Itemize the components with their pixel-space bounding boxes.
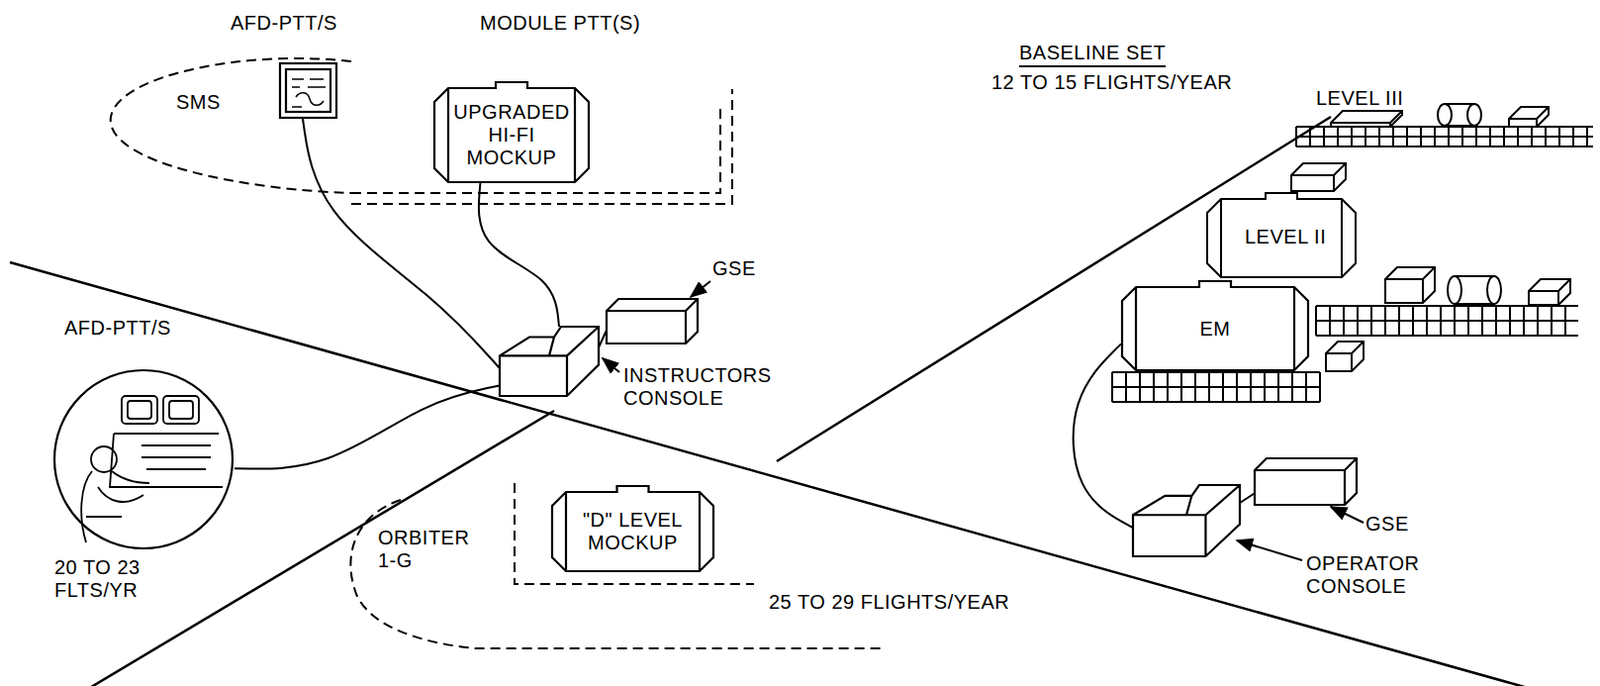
annotation-label: MODULE PTT(S): [479, 11, 641, 35]
leader-arrow: [602, 358, 620, 373]
node-heading: GSE: [1365, 512, 1410, 536]
node-label: UPGRADED HI-FI MOCKUP: [453, 100, 570, 170]
gse-box-outline: [1254, 458, 1357, 505]
equipment-box: [1508, 106, 1549, 127]
annotation-label: BASELINE SET: [1019, 41, 1166, 68]
platform-railing: [1112, 372, 1320, 402]
equipment-cylinder: [1447, 276, 1502, 304]
orbiter-cloud: [350, 499, 881, 649]
equipment-cylinder: [1437, 103, 1482, 126]
operator-console-outline: [1132, 484, 1240, 557]
platform-railing: [1316, 305, 1579, 336]
equipment-box: [1330, 110, 1403, 127]
operator-console: OPERATOR CONSOLE: [1132, 484, 1240, 557]
annotation-label: ORBITER 1-G: [377, 526, 477, 572]
instructor-console-outline: [499, 326, 599, 396]
equipment-box: [1528, 279, 1571, 305]
sms-cloud: [110, 58, 352, 193]
dashed-bracket: [514, 482, 754, 584]
gse-box: GSE: [1254, 458, 1357, 505]
cable: [1239, 492, 1255, 503]
node-heading: OPERATOR CONSOLE: [1306, 552, 1445, 598]
equipment-box: [1291, 163, 1346, 191]
annotation-label: SMS: [176, 91, 221, 114]
annotation-label: 25 TO 29 FLIGHTS/YEAR: [768, 590, 1010, 614]
node-label: EM: [1185, 317, 1245, 341]
gse-box-outline: [606, 298, 698, 344]
level-ii-module: [1207, 192, 1356, 278]
divider-line: [776, 116, 1331, 462]
node-heading: AFD-PTT/S: [230, 11, 338, 35]
platform-railing: [1296, 126, 1594, 147]
afd-trainer-outline: [52, 368, 235, 551]
annotation-label: LEVEL III: [1316, 87, 1404, 110]
equipment-box: [1325, 341, 1364, 372]
panel-trainer: AFD-PTT/S: [280, 63, 337, 118]
equipment-box: [1385, 267, 1435, 303]
cable: [598, 330, 607, 349]
node-heading: INSTRUCTORS CONSOLE: [623, 364, 797, 410]
leader-arrow: [690, 281, 711, 297]
cable: [234, 385, 500, 470]
leader-arrow: [1330, 506, 1364, 523]
gse-box: GSE: [606, 298, 698, 344]
hifi-mockup: UPGRADED HI-FI MOCKUP: [433, 81, 590, 184]
annotation-label: LEVEL II: [1244, 225, 1326, 249]
divider-line: [9, 262, 1564, 686]
cable: [478, 183, 560, 327]
annotation-label: 12 TO 15 FLIGHTS/YEAR: [991, 71, 1232, 95]
annotation-label: 20 TO 23 FLTS/YR: [54, 556, 154, 602]
em-module: EM: [1121, 280, 1310, 372]
panel-trainer-outline: [280, 63, 337, 118]
node-heading: AFD-PTT/S: [64, 316, 172, 340]
d-level-mockup: "D" LEVEL MOCKUP: [551, 484, 715, 572]
node-label: "D" LEVEL MOCKUP: [570, 508, 695, 555]
cable: [1073, 343, 1133, 528]
instructor-console: INSTRUCTORS CONSOLE: [499, 326, 599, 396]
dashed-bracket: [351, 89, 733, 204]
node-heading: GSE: [712, 257, 756, 281]
afd-trainer: AFD-PTT/S: [52, 368, 235, 551]
leader-arrow: [1236, 540, 1303, 561]
